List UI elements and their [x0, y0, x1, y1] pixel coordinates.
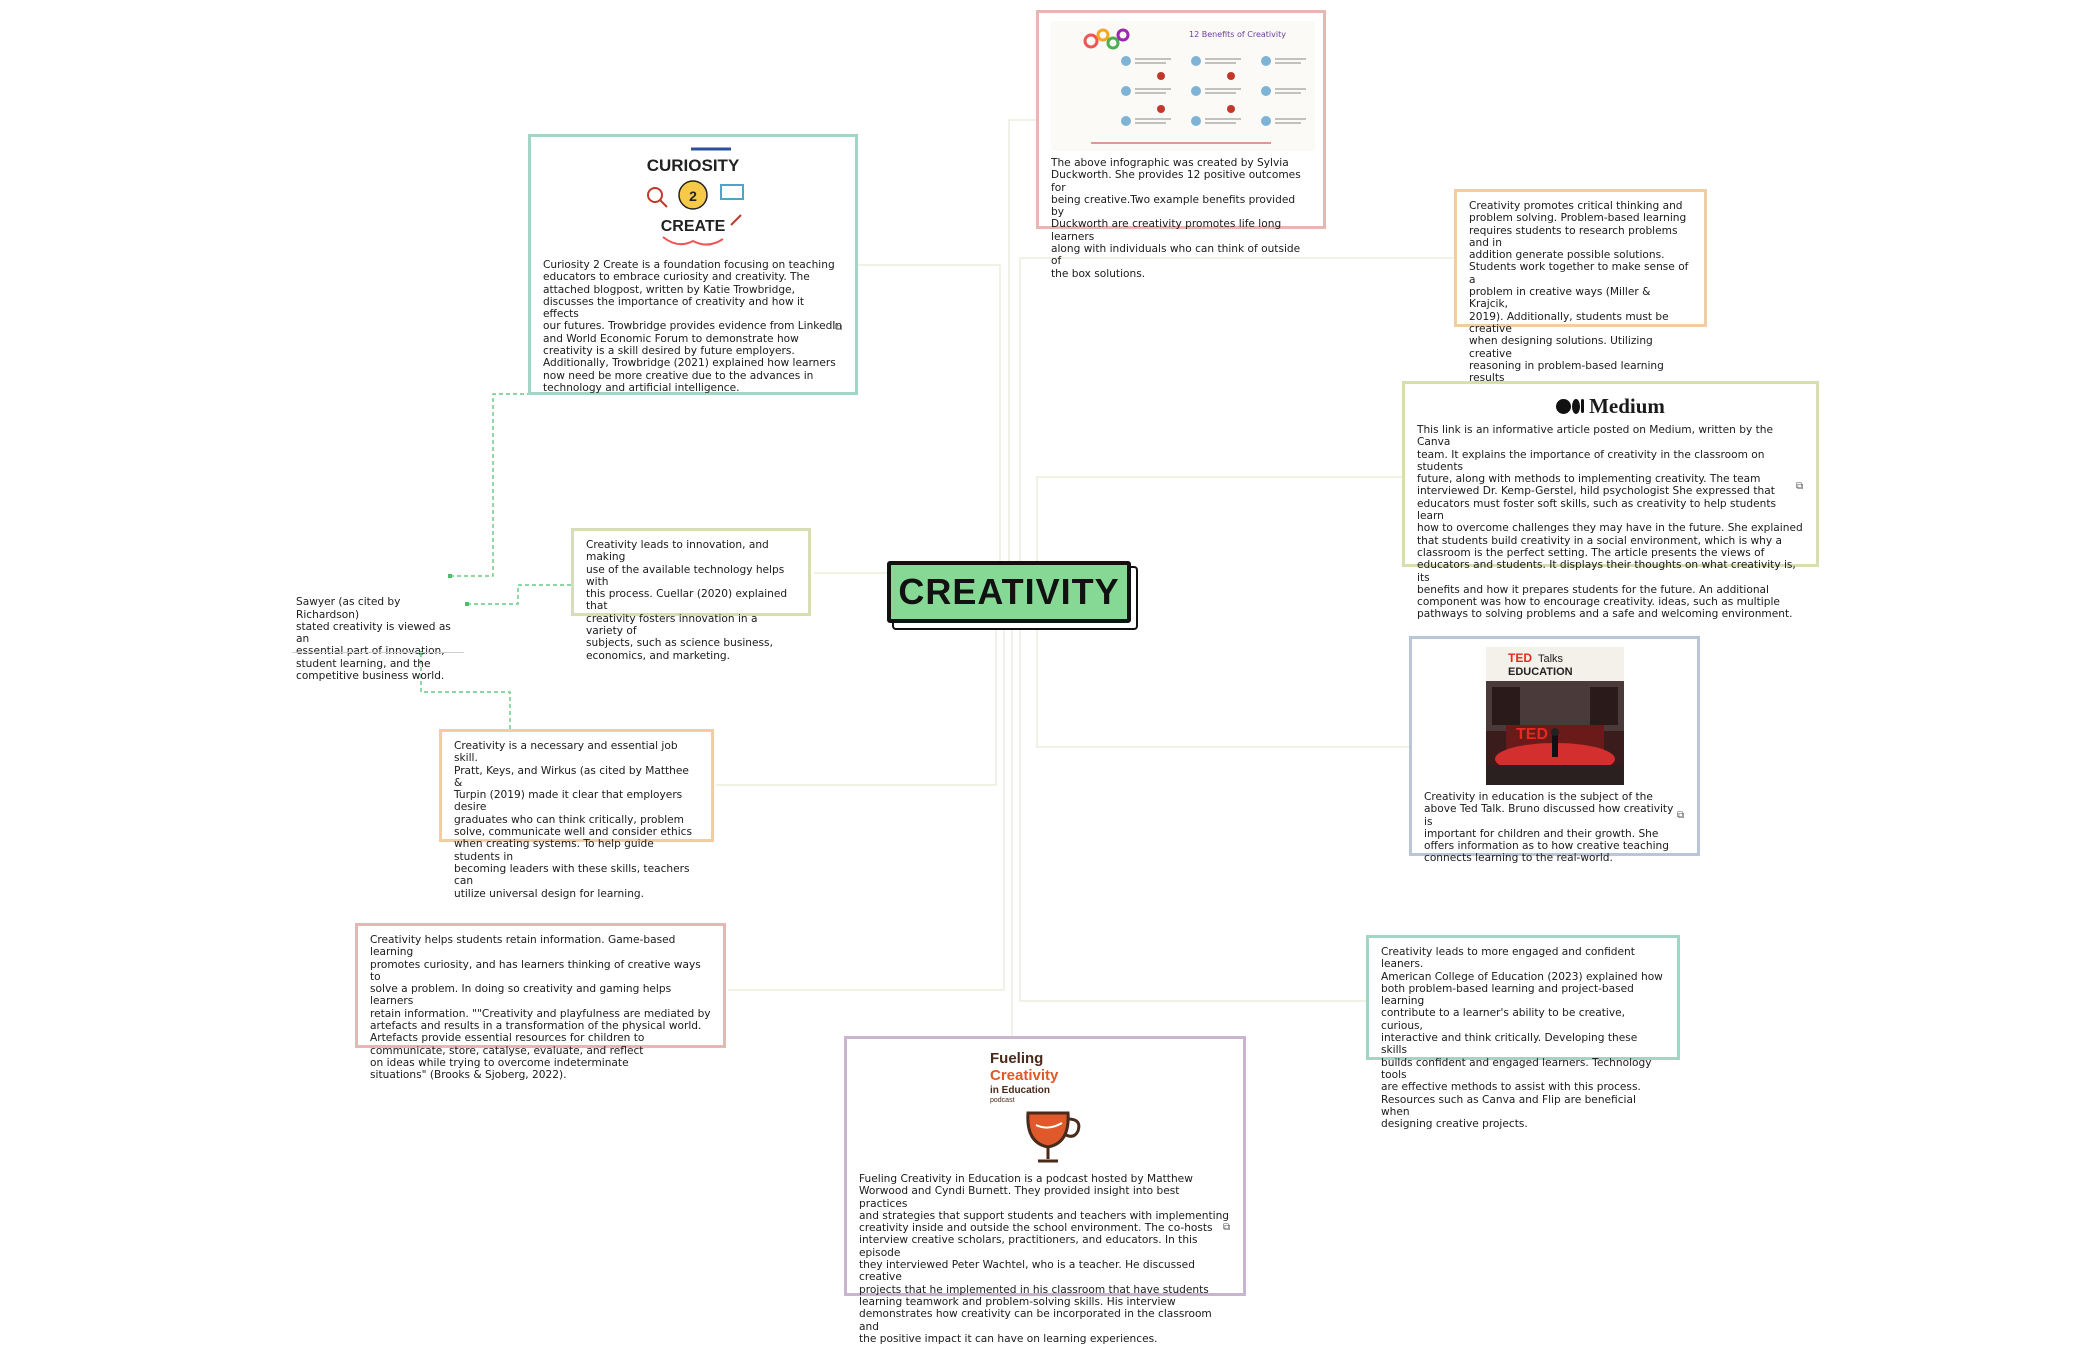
card-job-skill-text: Creativity is a necessary and essential … [454, 740, 692, 900]
card-critical-thinking[interactable]: Creativity promotes critical thinking an… [1454, 189, 1707, 396]
logo-2-text: 2 [689, 188, 697, 204]
anchor-dot [448, 574, 452, 578]
card-ted-talk-text: Creativity in education is the subject o… [1424, 791, 1674, 865]
card-critical-thinking-text: Creativity promotes critical thinking an… [1469, 200, 1689, 396]
podcast-logo: Fueling Creativity in Education podcast [990, 1050, 1081, 1163]
card-podcast[interactable]: Fueling Creativity in Education podcast … [844, 1036, 1246, 1345]
podcast-logo-podcast: podcast [990, 1097, 1015, 1104]
card-innovation[interactable]: Creativity leads to innovation, and maki… [571, 528, 811, 662]
svg-text:TED: TED [1516, 726, 1548, 743]
logo-curiosity-text: CURIOSITY [647, 156, 740, 175]
card-retain-information-text: Creativity helps students retain informa… [370, 934, 711, 1082]
card-ted-talk[interactable]: TED Talks EDUCATION TED Creativity in ed… [1409, 636, 1700, 864]
ted-education-text: EDUCATION [1508, 666, 1573, 678]
node-sawyer[interactable]: Sawyer (as cited by Richardson) stated c… [296, 584, 466, 682]
infographic-title: 12 Benefits of Creativity [1189, 30, 1286, 39]
medium-logo: Medium [1417, 392, 1804, 420]
connector-sawyer-innovation [467, 584, 572, 605]
card-curiosity-text: Curiosity 2 Create is a foundation focus… [543, 259, 843, 394]
logo-create-text: CREATE [661, 218, 726, 235]
connector-engaged [1019, 623, 1370, 1002]
central-topic[interactable]: CREATIVITY [887, 561, 1131, 623]
medium-mark-icon [1556, 398, 1572, 414]
card-curiosity[interactable]: CURIOSITY 2 CREATE Curiosity 2 Create is… [528, 134, 858, 395]
ted-talk-image: TED Talks EDUCATION TED [1485, 647, 1624, 785]
connector-retain [728, 623, 1005, 991]
card-podcast-text: Fueling Creativity in Education is a pod… [859, 1173, 1230, 1345]
ted-logo-text: TED [1508, 651, 1532, 665]
card-medium[interactable]: Medium This link is an informative artic… [1402, 381, 1819, 620]
podcast-logo-fueling: Fueling [990, 1050, 1043, 1067]
external-link-icon[interactable]: ⧉ [1223, 1222, 1231, 1233]
card-engaged-learners-text: Creativity leads to more engaged and con… [1381, 946, 1663, 1131]
card-innovation-text: Creativity leads to innovation, and maki… [586, 539, 788, 662]
connector-curiosity [857, 264, 1001, 561]
card-duckworth-text: The above infographic was created by Syl… [1051, 157, 1301, 280]
podcast-logo-creativity: Creativity [990, 1067, 1059, 1084]
connector-critical [1019, 257, 1455, 561]
ted-talks-text: Talks [1538, 653, 1564, 665]
connector-sawyer-curiosity [450, 393, 575, 577]
card-medium-text: This link is an informative article post… [1417, 424, 1803, 621]
node-sawyer-underline [292, 652, 464, 653]
card-duckworth[interactable]: 12 Benefits of Creativity The above info… [1036, 10, 1326, 280]
external-link-icon[interactable]: ⧉ [1796, 481, 1804, 492]
medium-mark-icon [1572, 398, 1581, 414]
external-link-icon[interactable]: ⧉ [835, 322, 843, 333]
medium-logo-text: Medium [1589, 393, 1665, 418]
podcast-logo-in-education: in Education [990, 1085, 1050, 1096]
card-engaged-learners[interactable]: Creativity leads to more engaged and con… [1366, 935, 1680, 1130]
infographic-image: 12 Benefits of Creativity [1051, 21, 1315, 151]
curiosity-2-create-logo: CURIOSITY 2 CREATE [647, 147, 744, 246]
card-retain-information[interactable]: Creativity helps students retain informa… [355, 923, 726, 1081]
card-job-skill[interactable]: Creativity is a necessary and essential … [439, 729, 714, 900]
node-sawyer-text: Sawyer (as cited by Richardson) stated c… [296, 596, 451, 683]
external-link-icon[interactable]: ⧉ [1677, 810, 1685, 821]
medium-mark-icon [1581, 399, 1585, 413]
